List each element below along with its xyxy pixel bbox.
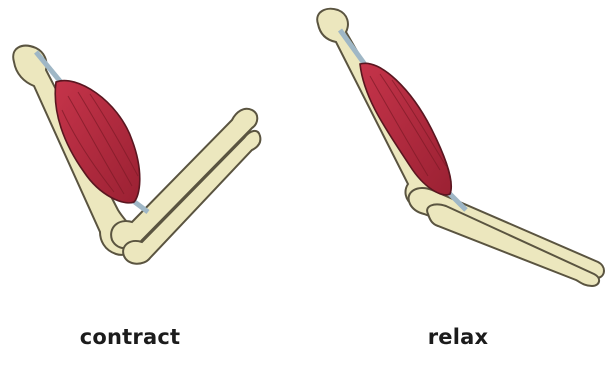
contract-label: contract: [60, 325, 200, 349]
contract-biceps-muscle: [55, 81, 140, 203]
relax-label: relax: [398, 325, 518, 349]
relax-forearm-bones: [409, 188, 604, 286]
